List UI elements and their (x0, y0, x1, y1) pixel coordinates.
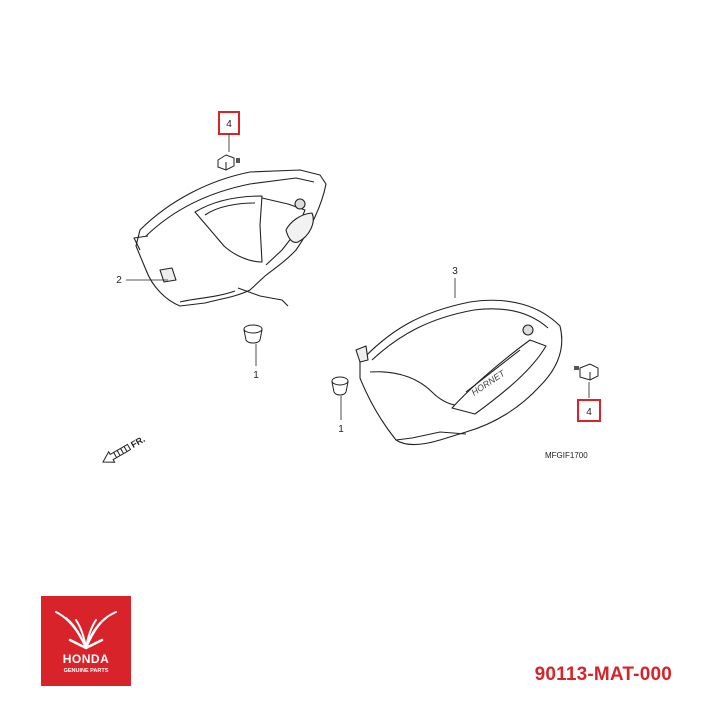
logo-text: HONDA (63, 652, 110, 666)
logo-subtext: GENUINE PARTS (64, 668, 109, 674)
honda-logo: HONDA GENUINE PARTS (41, 596, 131, 686)
callout-1-left: 1 (253, 370, 259, 381)
wing-icon (55, 611, 117, 650)
grommet-right (331, 376, 349, 396)
callout-2: 2 (116, 275, 122, 286)
callout-box-right (577, 399, 601, 422)
bolt-top (217, 154, 240, 171)
callout-4-top: 4 (226, 119, 232, 130)
left-side-cover (133, 169, 327, 307)
callout-4-right: 4 (586, 407, 592, 418)
bolt-right (574, 363, 599, 381)
right-side-cover (355, 299, 563, 446)
grommet-left (243, 324, 263, 344)
front-indicator-label: FR. (129, 434, 147, 450)
callout-1-right: 1 (338, 424, 344, 435)
diagram-code: MFGIF1700 (545, 451, 588, 460)
part-number: 90113-MAT-000 (534, 664, 672, 685)
front-arrow-icon: FR. (102, 434, 147, 463)
callout-3: 3 (452, 266, 458, 277)
